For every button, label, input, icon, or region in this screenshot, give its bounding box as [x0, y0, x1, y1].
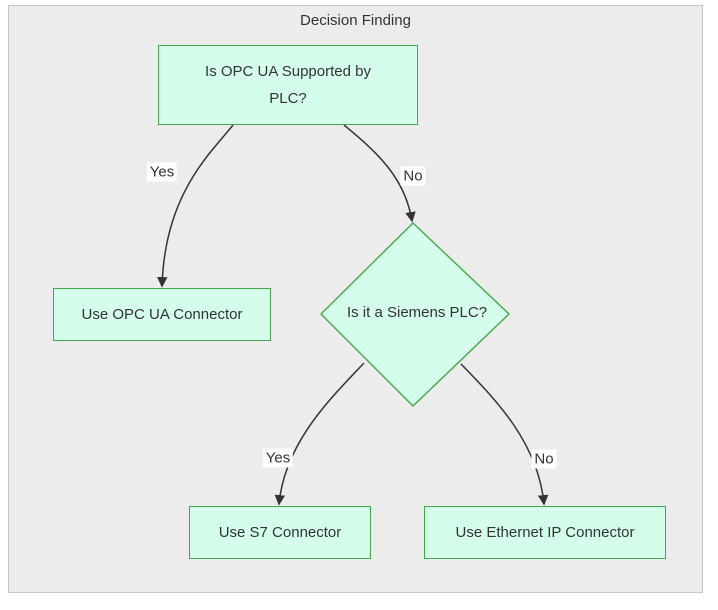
edge-opcua-no	[343, 124, 416, 223]
diagram-title: Decision Finding	[300, 12, 411, 29]
node-question-siemens-label: Is it a Siemens PLC?	[346, 304, 488, 321]
node-use-ethernet-ip-connector: Use Ethernet IP Connector	[424, 506, 666, 559]
edge-layer	[157, 124, 549, 506]
edge-siemens-yes	[274, 362, 365, 506]
edge-label-no-siemens: No	[531, 449, 557, 469]
edge-label-yes-siemens: Yes	[262, 448, 294, 468]
edge-opcua-yes	[157, 124, 234, 288]
edge-label-no-opcua: No	[400, 166, 426, 186]
node-use-opc-ua-connector: Use OPC UA Connector	[53, 288, 271, 341]
edge-label-yes-opcua: Yes	[146, 162, 178, 182]
node-question-opc-ua: Is OPC UA Supported by PLC?	[158, 45, 418, 125]
decision-diamond-shape	[320, 222, 511, 407]
node-use-s7-connector: Use S7 Connector	[189, 506, 371, 559]
flowchart-canvas: Decision Finding Is OPC UA Supported by …	[8, 5, 703, 593]
edge-siemens-no	[460, 363, 549, 506]
